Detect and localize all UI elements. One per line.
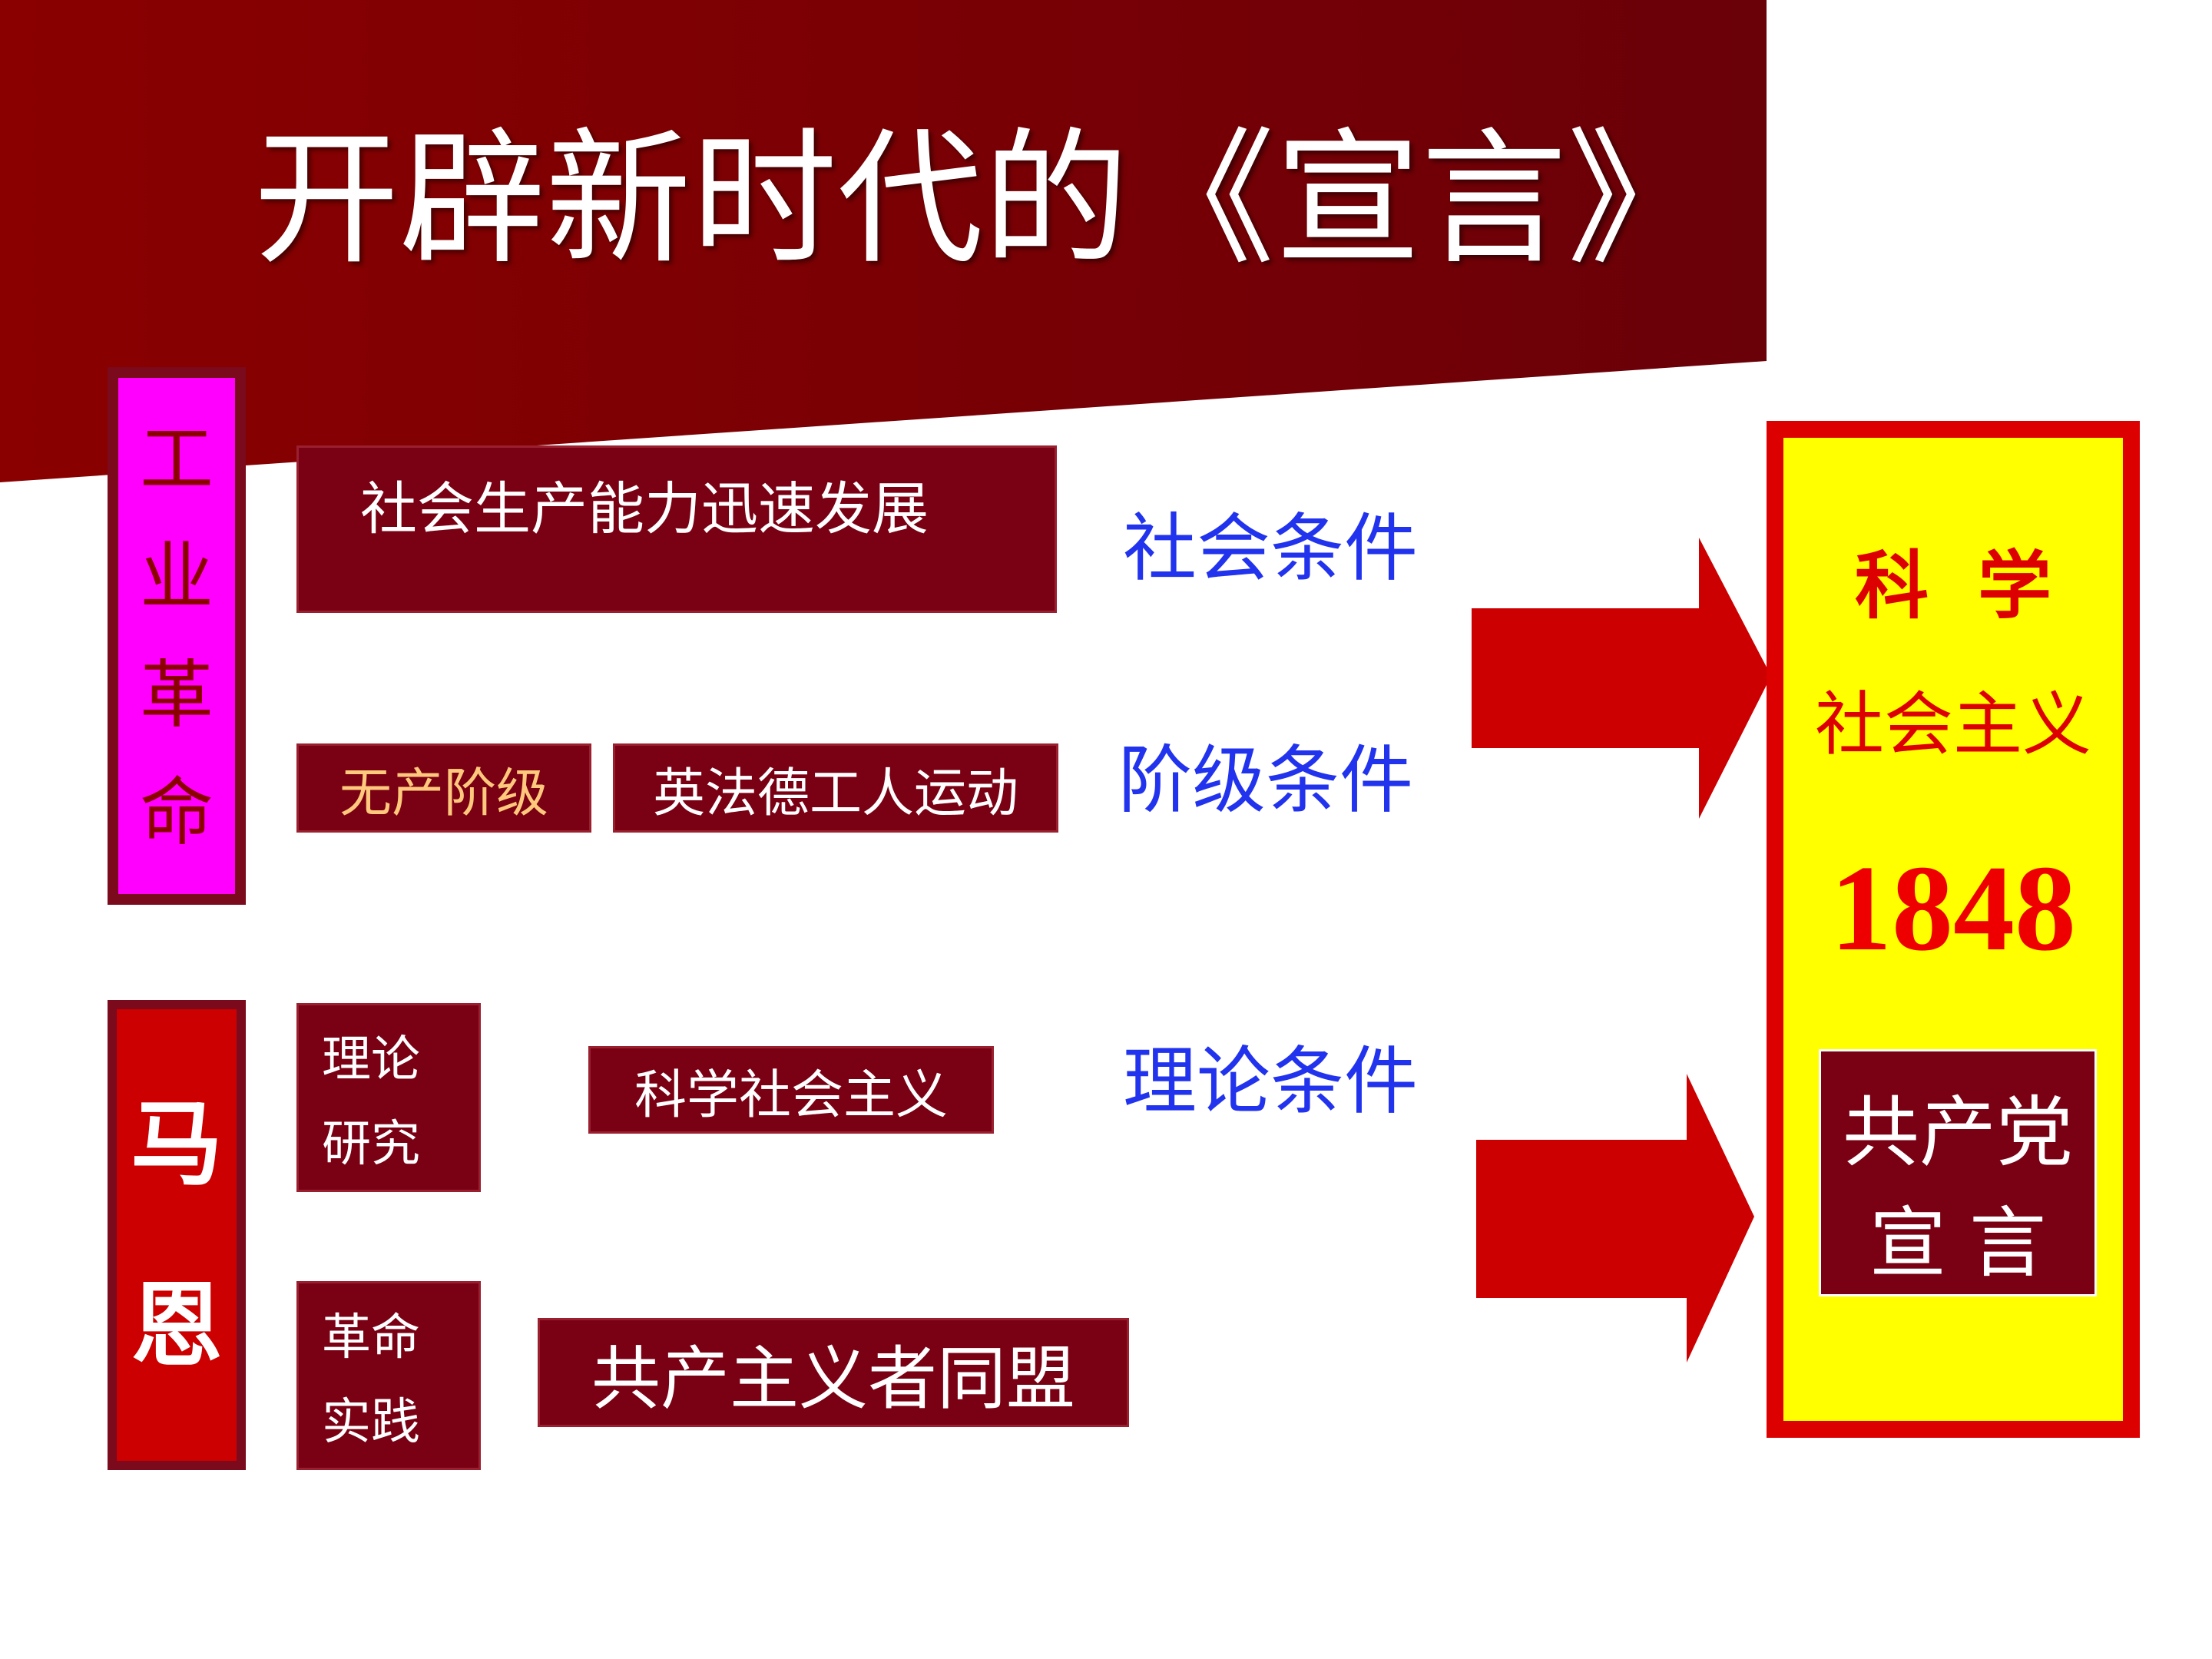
industrial-revolution-char: 革 xyxy=(140,651,214,738)
result-science-label: 科学 xyxy=(1855,542,2101,629)
marx-engels-label: 马 恩 xyxy=(108,1000,246,1470)
productivity-box: 社会生产能力迅速发展 xyxy=(296,445,1057,613)
communist-league-box: 共产主义者同盟 xyxy=(538,1318,1129,1427)
proletariat-box: 无产阶级 xyxy=(296,743,591,833)
manifesto-line: 宣言 xyxy=(1869,1198,2069,1288)
revolutionary-practice-box: 革命 实践 xyxy=(296,1281,481,1470)
revolutionary-practice-line: 革命 xyxy=(322,1310,420,1366)
industrial-revolution-char: 工 xyxy=(140,416,214,502)
arrow-upper xyxy=(1472,538,1771,819)
result-socialism-label: 社会主义 xyxy=(1815,684,2091,765)
industrial-revolution-char: 业 xyxy=(140,534,214,621)
manifesto-line: 共产党 xyxy=(1843,1088,2073,1177)
industrial-revolution-label: 工 业 革 命 xyxy=(108,367,246,905)
scientific-socialism-box: 科学社会主义 xyxy=(588,1046,994,1134)
theory-condition-label: 理论条件 xyxy=(1123,1038,1418,1124)
title-banner xyxy=(0,0,1767,482)
industrial-revolution-char: 命 xyxy=(140,770,214,856)
theory-research-line: 研究 xyxy=(322,1116,420,1173)
theory-research-box: 理论 研究 xyxy=(296,1003,481,1192)
page-title: 开辟新时代的《宣言》 xyxy=(253,114,1714,284)
communist-manifesto-box: 共产党 宣言 xyxy=(1819,1049,2097,1296)
marx-engels-char: 恩 xyxy=(131,1271,223,1379)
revolutionary-practice-line: 实践 xyxy=(322,1394,420,1451)
class-condition-label: 阶级条件 xyxy=(1118,737,1413,823)
arrow-lower xyxy=(1476,1074,1754,1363)
result-year: 1848 xyxy=(1830,839,2076,976)
social-condition-label: 社会条件 xyxy=(1123,505,1418,591)
theory-research-line: 理论 xyxy=(322,1031,420,1088)
marx-engels-char: 马 xyxy=(131,1090,223,1198)
workers-movement-box: 英法德工人运动 xyxy=(613,743,1058,833)
result-panel: 科学 社会主义 1848 共产党 宣言 xyxy=(1767,421,2140,1438)
